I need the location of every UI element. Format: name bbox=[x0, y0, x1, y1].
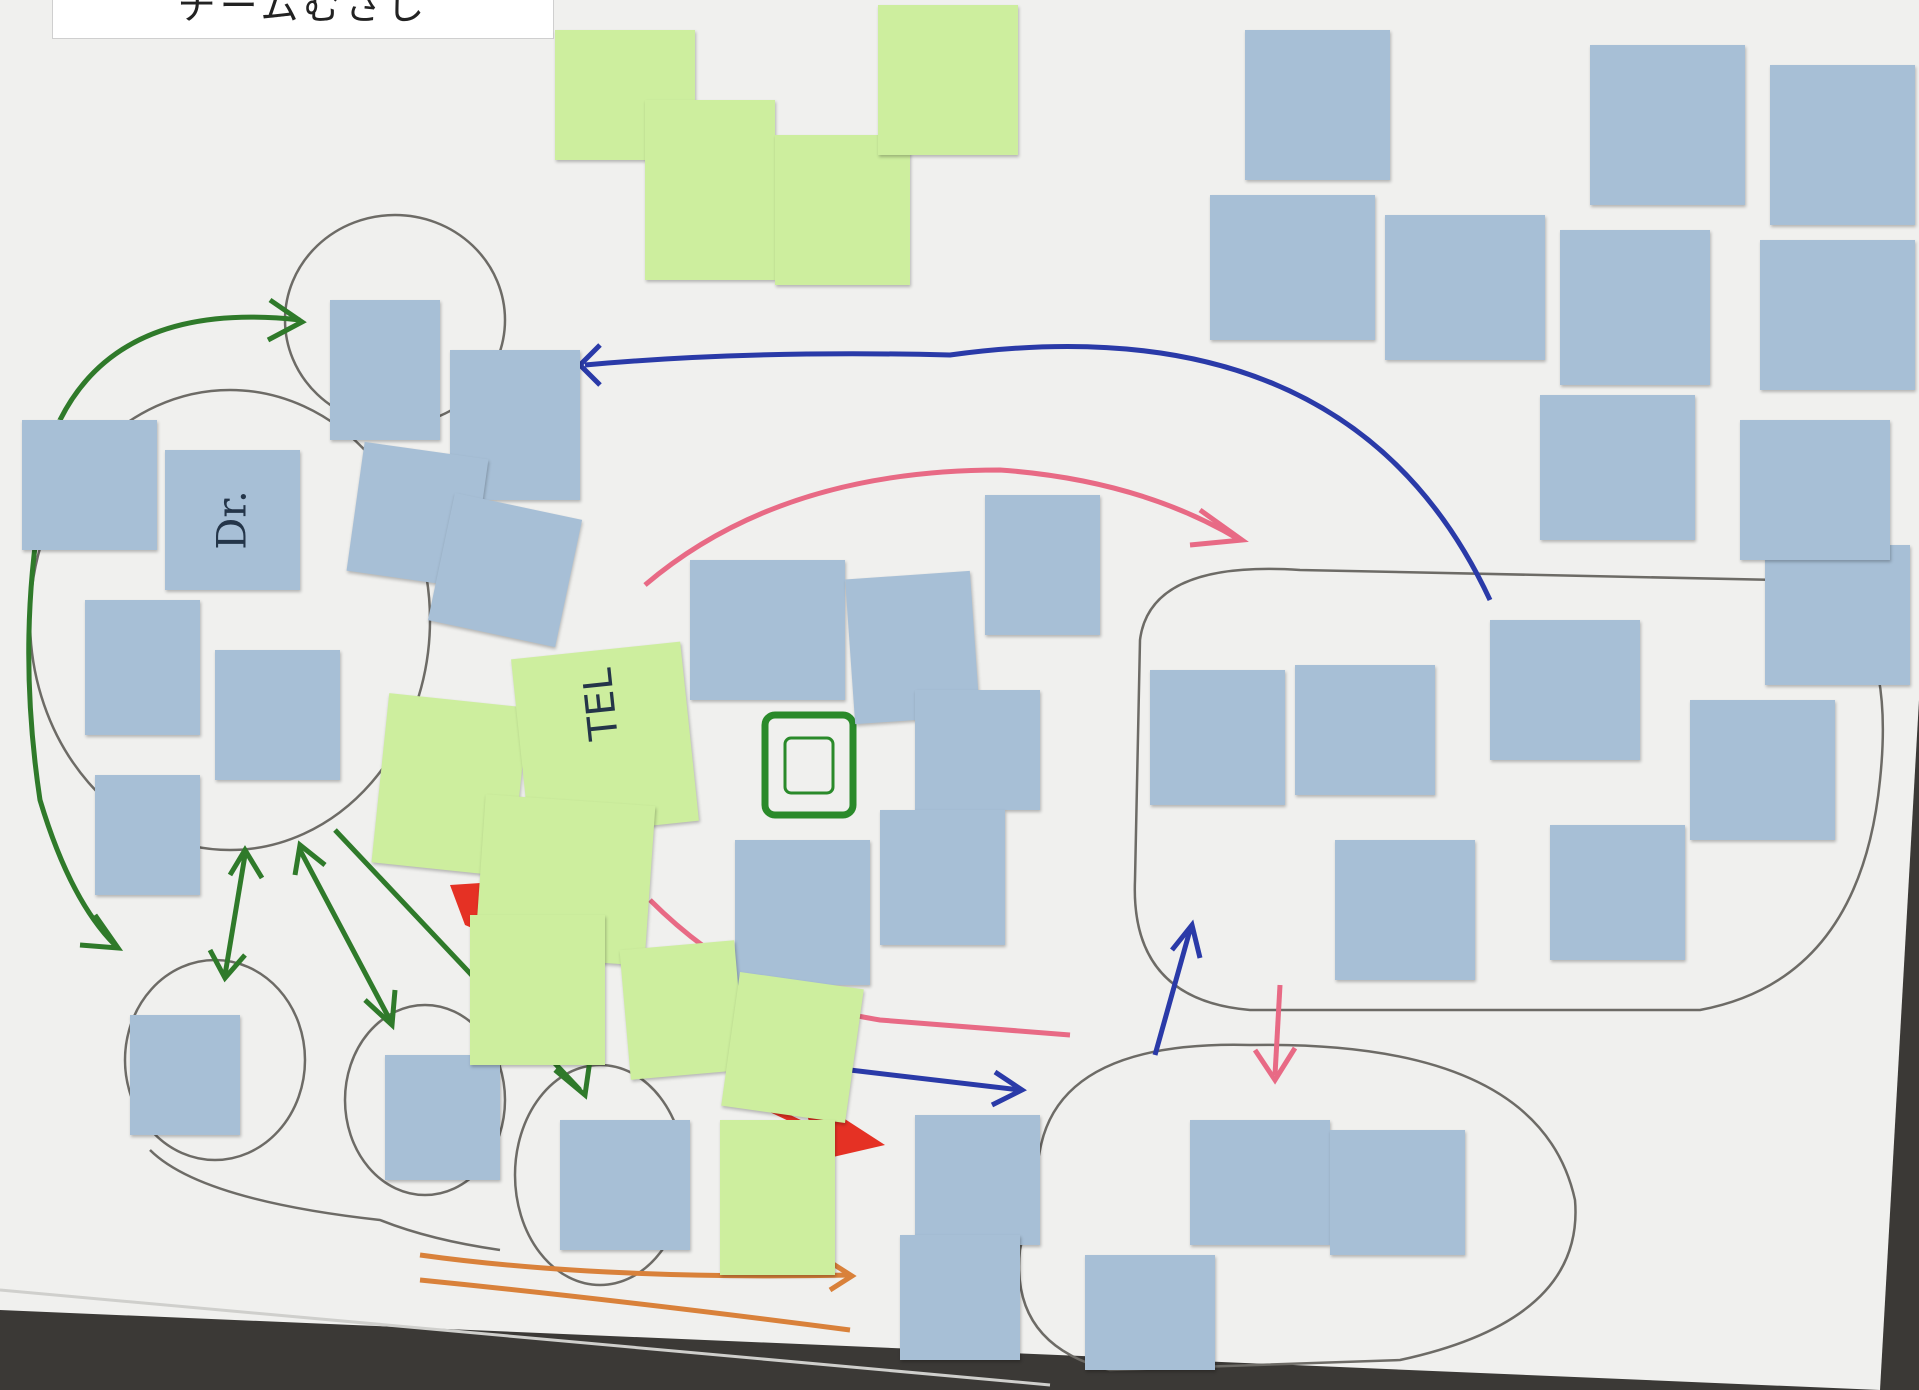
sticky-note bbox=[1760, 240, 1915, 390]
sticky-note bbox=[915, 1115, 1040, 1245]
sticky-note-green bbox=[720, 1120, 835, 1275]
sticky-note-green bbox=[721, 971, 864, 1124]
green-stamp-box bbox=[761, 711, 857, 819]
sticky-note bbox=[130, 1015, 240, 1135]
sticky-note-green bbox=[775, 135, 910, 285]
sticky-note bbox=[1385, 215, 1545, 360]
sticky-note bbox=[690, 560, 845, 700]
facility-outline bbox=[1133, 567, 1885, 1012]
green-arrow-diag-1 bbox=[297, 848, 393, 1022]
sticky-note bbox=[880, 810, 1005, 945]
pink-arrow-arc bbox=[643, 467, 1242, 587]
sticky-note bbox=[985, 495, 1100, 635]
sticky-note bbox=[1550, 825, 1685, 960]
sticky-note bbox=[1190, 1120, 1330, 1245]
green-arrow-vert-1 bbox=[222, 854, 248, 976]
green-arrow-top bbox=[57, 314, 301, 422]
sticky-note-green bbox=[645, 100, 775, 280]
sticky-note bbox=[95, 775, 200, 895]
sticky-note bbox=[900, 1235, 1020, 1360]
sticky-note bbox=[915, 690, 1040, 810]
sticky-note bbox=[22, 420, 157, 550]
blue-arrow-up bbox=[1152, 929, 1193, 1056]
sticky-note bbox=[1540, 395, 1695, 540]
orange-arrow-1 bbox=[419, 1252, 851, 1279]
blue-arrow-arc bbox=[584, 343, 1493, 602]
blue-arrow-short bbox=[849, 1067, 1021, 1093]
sticky-note-green bbox=[619, 940, 746, 1080]
sticky-note bbox=[385, 1055, 500, 1180]
sticky-note bbox=[1690, 700, 1835, 840]
sticky-note bbox=[330, 300, 440, 440]
sticky-note bbox=[560, 1120, 690, 1250]
sticky-note bbox=[1245, 30, 1390, 180]
sticky-note bbox=[735, 840, 870, 985]
sticky-note bbox=[1770, 65, 1915, 225]
orange-arrow-2 bbox=[419, 1277, 851, 1333]
sticky-note bbox=[85, 600, 200, 735]
sticky-note bbox=[1295, 665, 1435, 795]
sticky-note-green bbox=[878, 5, 1018, 155]
sticky-note bbox=[427, 492, 583, 648]
caption-box: チームむさし bbox=[52, 0, 554, 39]
sticky-note bbox=[1765, 545, 1910, 685]
sticky-note bbox=[1210, 195, 1375, 340]
sticky-note-green bbox=[470, 915, 605, 1065]
sticky-note bbox=[1335, 840, 1475, 980]
sticky-note-dr: Dr. bbox=[165, 450, 300, 590]
sticky-note bbox=[1740, 420, 1890, 560]
sticky-note bbox=[1560, 230, 1710, 385]
caption-text: チームむさし bbox=[177, 0, 429, 28]
sticky-note bbox=[1150, 670, 1285, 805]
sticky-note bbox=[215, 650, 340, 780]
sticky-note-dr-text: Dr. bbox=[209, 490, 256, 550]
sticky-note bbox=[1085, 1255, 1215, 1370]
sticky-note bbox=[1330, 1130, 1465, 1255]
sticky-note bbox=[1490, 620, 1640, 760]
pink-arrow-down bbox=[1272, 984, 1283, 1076]
small-circle-2 bbox=[343, 1003, 507, 1197]
sticky-note bbox=[1590, 45, 1745, 205]
